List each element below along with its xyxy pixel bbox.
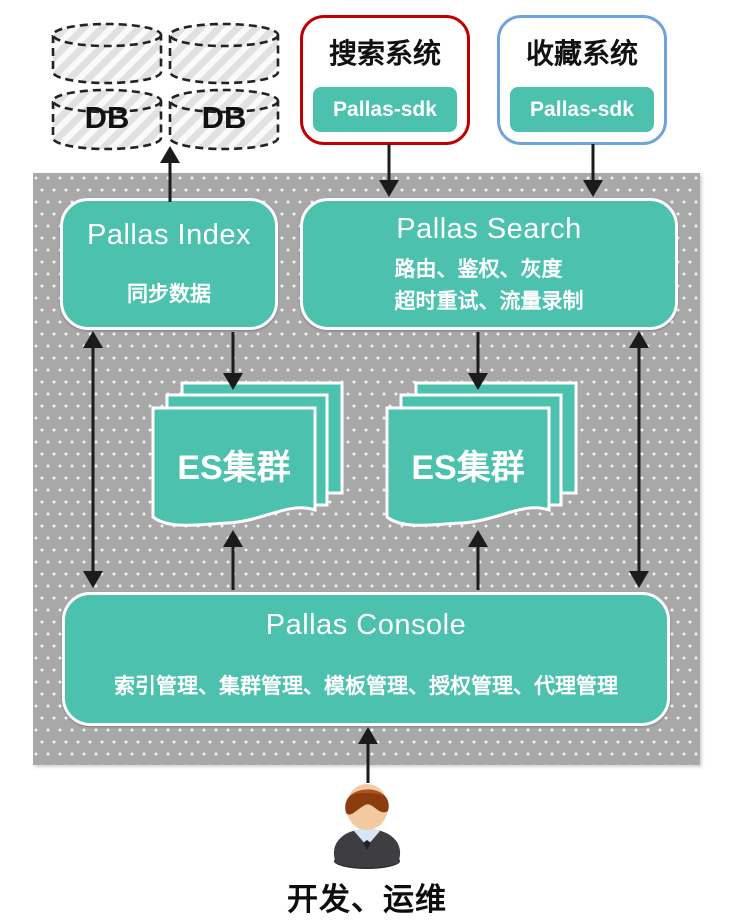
database-cylinder-icon — [51, 88, 163, 151]
pallas-console-subtitle: 索引管理、集群管理、模板管理、授权管理、代理管理 — [114, 675, 618, 698]
arrow-search-to-es — [468, 332, 488, 390]
document-stack-icon — [385, 381, 578, 527]
pallas-index-title: Pallas Index — [87, 219, 251, 251]
database-cylinder-icon — [51, 22, 163, 85]
pallas-sdk-badge: Pallas-sdk — [313, 87, 457, 132]
arrow-user-to-console — [358, 727, 378, 783]
es-cluster-left: ES集群 — [150, 380, 346, 532]
es-cluster-label: ES集群 — [177, 449, 291, 487]
es-cluster-right: ES集群 — [384, 380, 580, 532]
pallas-console-box: Pallas Console 索引管理、集群管理、模板管理、授权管理、代理管理 — [62, 592, 670, 726]
external-system-search: 搜索系统 Pallas-sdk — [300, 15, 470, 145]
pallas-index-box: Pallas Index 同步数据 — [60, 198, 278, 330]
arrow-searchsdk-to-pallassearch — [379, 144, 399, 197]
pallas-sdk-badge: Pallas-sdk — [510, 87, 654, 132]
arrow-index-to-db — [160, 146, 180, 202]
external-system-favorites: 收藏系统 Pallas-sdk — [497, 15, 667, 145]
pallas-search-subtitle-line1: 路由、鉴权、灰度 — [394, 258, 563, 281]
pallas-search-subtitle-line2: 超时重试、流量录制 — [394, 289, 584, 313]
document-stack-icon — [151, 381, 344, 527]
external-system-title: 搜索系统 — [328, 38, 441, 69]
actor-label: 开发、运维 — [287, 882, 447, 917]
pallas-console-title: Pallas Console — [265, 609, 467, 641]
database-cylinder-icon — [168, 88, 280, 151]
arrow-index-to-es — [223, 332, 243, 390]
arrow-console-to-es-right — [468, 530, 488, 590]
arrow-search-console-bidirectional — [629, 331, 649, 588]
pallas-search-box: Pallas Search 路由、鉴权、灰度 超时重试、流量录制 — [300, 198, 678, 330]
db-label-left: DB — [84, 100, 130, 135]
user-person-icon — [333, 784, 401, 869]
db-label-right: DB — [201, 100, 247, 135]
pallas-search-subtitle: 路由、鉴权、灰度 超时重试、流量录制 — [395, 254, 584, 317]
arrow-index-console-bidirectional — [83, 331, 103, 588]
arrow-console-to-es-left — [223, 530, 243, 590]
es-cluster-label: ES集群 — [411, 449, 525, 487]
pallas-index-subtitle: 同步数据 — [127, 283, 211, 306]
pallas-search-title: Pallas Search — [396, 213, 582, 245]
arrow-favsdk-to-pallassearch — [583, 144, 603, 197]
external-system-title: 收藏系统 — [525, 38, 638, 69]
database-cylinder-icon — [168, 22, 280, 85]
